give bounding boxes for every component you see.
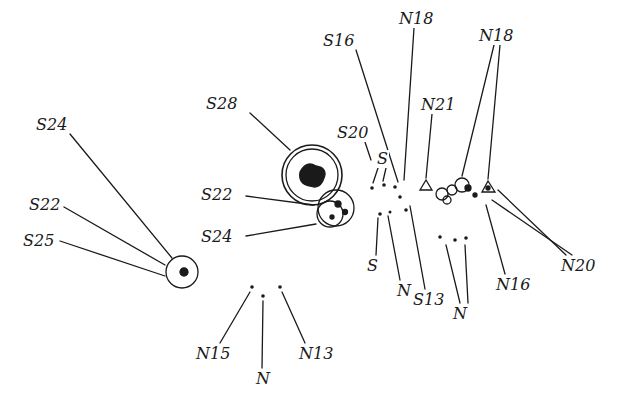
callout-label: N	[396, 282, 412, 300]
callout-label: N21	[420, 96, 456, 114]
callout-label: N	[255, 370, 271, 388]
callout-label: N15	[195, 345, 231, 363]
callout-label: S28	[205, 95, 238, 113]
callout-label: S16	[322, 32, 355, 50]
callout-label: S22	[200, 186, 233, 204]
callout-label: S24	[35, 116, 68, 134]
callout-label: N20	[560, 257, 596, 275]
callout-label: N13	[298, 345, 334, 363]
callout-label: N18	[478, 27, 514, 45]
callout-label: N18	[398, 10, 434, 28]
callout-label: S20	[336, 124, 369, 142]
callout-label: N	[452, 305, 468, 323]
callout-label: S	[376, 150, 389, 168]
callout-label: S24	[200, 228, 233, 246]
callout-label: N16	[495, 276, 531, 294]
callout-label: S13	[412, 291, 445, 309]
callout-label: S	[366, 257, 379, 275]
callout-label: S22	[28, 196, 61, 214]
callout-label: S25	[22, 232, 55, 250]
